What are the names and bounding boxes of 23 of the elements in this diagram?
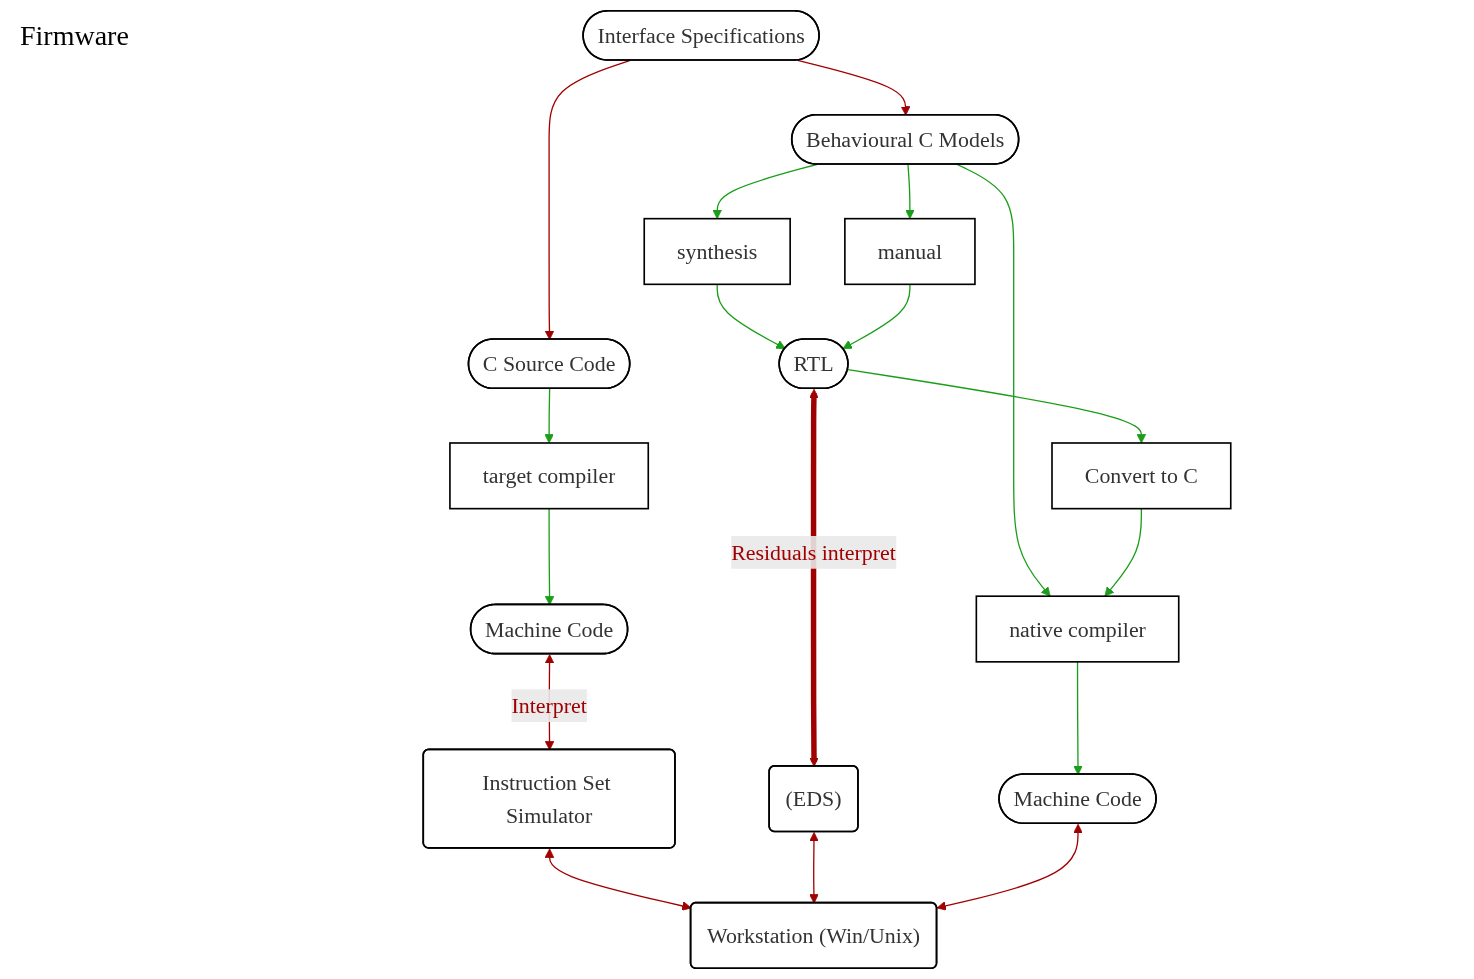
note-label: Firmware — [20, 20, 130, 52]
edge-label: Interpret — [511, 693, 587, 718]
node-box: synthesis — [643, 217, 791, 286]
arrow — [809, 832, 819, 904]
arrow — [905, 163, 915, 220]
arrow — [544, 388, 554, 444]
arrow — [716, 283, 786, 350]
arrow — [544, 59, 631, 340]
arrow — [842, 283, 911, 350]
arrow — [1073, 661, 1083, 775]
node-box: manual — [844, 217, 976, 286]
edge-label: Residuals interpret — [731, 540, 896, 565]
node-box: target compiler — [449, 442, 650, 510]
arrow — [712, 163, 818, 220]
node-box: Convert to C — [1051, 442, 1232, 510]
arrow — [797, 59, 911, 116]
arrow — [544, 508, 555, 606]
node-box: native compiler — [975, 595, 1180, 663]
arrow — [809, 388, 819, 767]
arrow — [936, 823, 1083, 911]
arrow — [847, 368, 1147, 444]
arrow — [956, 163, 1051, 597]
arrow — [1104, 508, 1143, 597]
